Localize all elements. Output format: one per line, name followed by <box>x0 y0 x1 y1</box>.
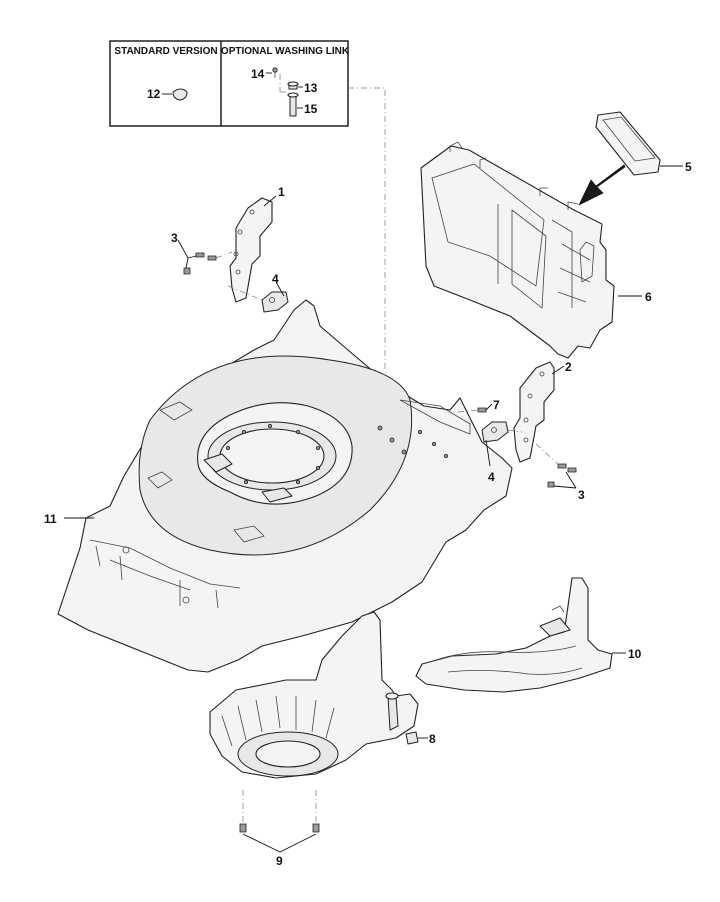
callout-6: 6 <box>645 290 652 304</box>
callout-labels: 1 2 3 3 4 4 5 6 7 8 9 10 11 12 13 14 15 <box>44 67 692 868</box>
callout-1: 1 <box>278 185 285 199</box>
part-4-clip-left <box>227 281 289 313</box>
part-9-screws <box>239 790 320 853</box>
variant-table-frame <box>109 40 349 127</box>
part-8-mulch-bowl <box>209 611 428 779</box>
part-11-cutting-deck <box>57 299 513 673</box>
part-3-screws-right <box>535 443 577 489</box>
part-12-plug <box>162 88 188 101</box>
part-4-clip-right <box>481 421 509 467</box>
part-5-cover <box>595 111 683 176</box>
callout-12: 12 <box>147 87 161 101</box>
part-14-screw-icon <box>272 67 278 73</box>
callout-4-right: 4 <box>488 470 495 484</box>
callout-7: 7 <box>493 398 500 412</box>
callout-4-left: 4 <box>272 272 279 286</box>
callout-3-right: 3 <box>578 488 585 502</box>
part-3-screws-left <box>177 239 233 275</box>
callout-2: 2 <box>565 360 572 374</box>
insert-arrow-icon <box>578 164 626 206</box>
callout-3-left: 3 <box>171 231 178 245</box>
callout-15: 15 <box>304 102 318 116</box>
variant-table: STANDARD VERSION OPTIONAL WASHING LINK <box>109 40 386 420</box>
callout-11: 11 <box>44 512 57 526</box>
part-10-side-deflector <box>415 577 626 693</box>
callout-9: 9 <box>276 854 283 868</box>
part-6-collector-frame <box>420 141 642 359</box>
part-washing-link <box>266 67 303 117</box>
part-1-bracket-left <box>229 195 277 303</box>
standard-version-header: STANDARD VERSION <box>114 46 217 57</box>
part-7-screw <box>457 403 493 413</box>
callout-5: 5 <box>685 160 692 174</box>
callout-10: 10 <box>628 647 642 661</box>
callout-14: 14 <box>251 67 265 81</box>
callout-13: 13 <box>304 81 318 95</box>
part-2-bracket-right <box>507 361 565 463</box>
washing-link-header: OPTIONAL WASHING LINK <box>221 46 350 57</box>
callout-8: 8 <box>429 732 436 746</box>
